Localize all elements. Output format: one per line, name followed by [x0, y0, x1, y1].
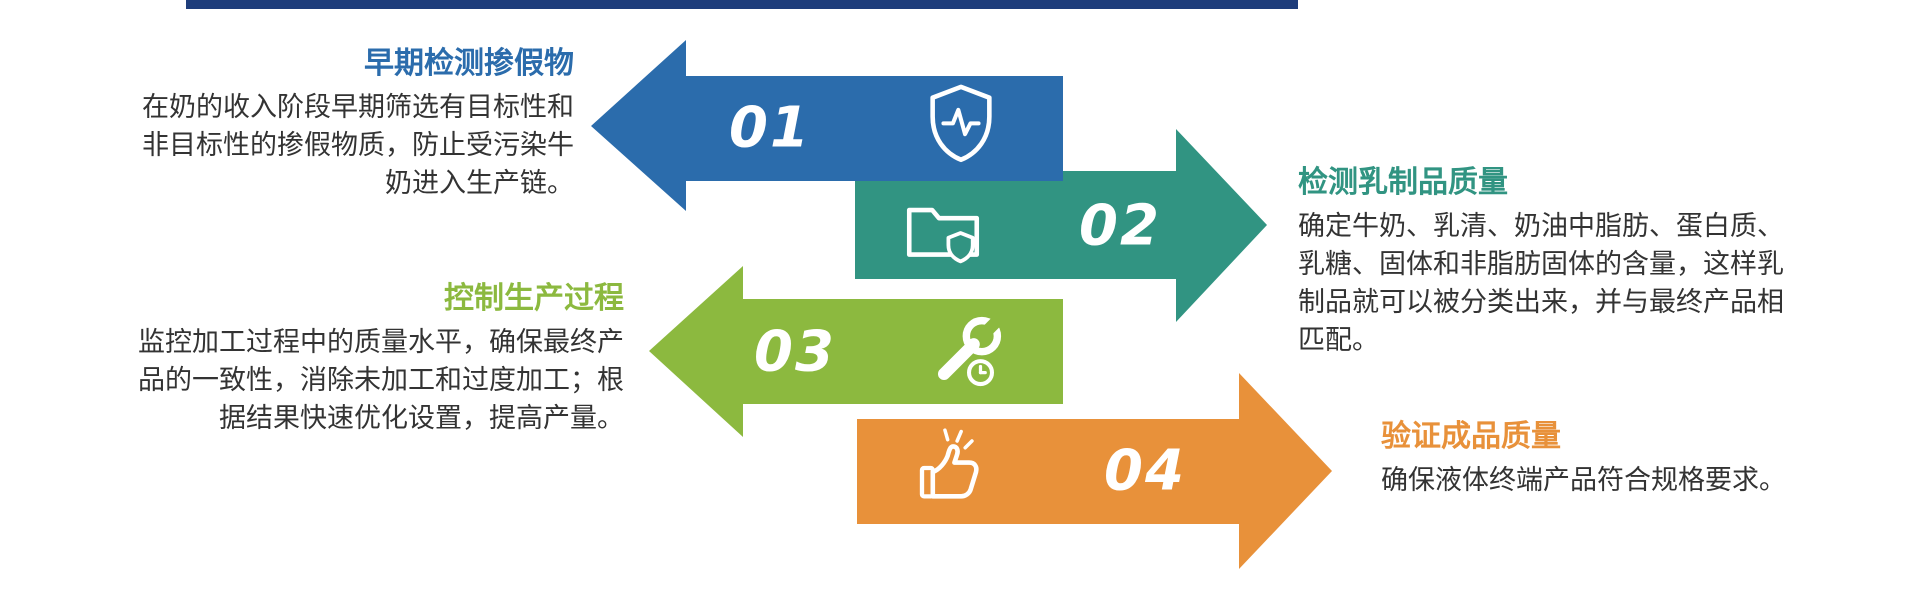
shield-pulse-icon: [930, 84, 992, 163]
step-3-arrow-group: 03: [649, 266, 1063, 437]
folder-shield-icon: [906, 207, 980, 264]
step-4-title: 验证成品质量: [1381, 420, 1561, 453]
step-4-number: 04: [1104, 439, 1186, 504]
step-3-arrow: [649, 266, 1063, 437]
step-2-text: 检测乳制品质量 确定牛奶、乳清、奶油中脂肪、蛋白质、乳糖、固体和非脂肪固体的含量…: [1298, 163, 1806, 359]
step-1-arrow: [591, 40, 1063, 211]
step-1-description: 在奶的收入阶段早期筛选有目标性和非目标性的掺假物质，防止受污染牛奶进入生产链。: [142, 92, 574, 198]
step-1-title: 早期检测掺假物: [364, 47, 574, 80]
step-2-title: 检测乳制品质量: [1298, 166, 1508, 199]
step-1-arrow-group: 01: [591, 40, 1063, 211]
step-1-number: 01: [729, 96, 811, 161]
top-accent-bar: [186, 0, 1298, 9]
step-4-arrow: [857, 373, 1332, 569]
step-2-number: 02: [1079, 194, 1161, 259]
step-3-number: 03: [754, 320, 836, 385]
step-3-title: 控制生产过程: [444, 282, 624, 315]
step-3-text: 控制生产过程 监控加工过程中的质量水平，确保最终产品的一致性，消除未加工和过度加…: [130, 279, 624, 437]
step-4-arrow-group: 04: [857, 373, 1332, 569]
step-4-description: 确保液体终端产品符合规格要求。: [1381, 465, 1786, 495]
step-3-description: 监控加工过程中的质量水平，确保最终产品的一致性，消除未加工和过度加工；根据结果快…: [138, 327, 624, 433]
step-4-text: 验证成品质量 确保液体终端产品符合规格要求。: [1381, 417, 1851, 499]
wrench-clock-icon: [937, 314, 1004, 387]
thumbs-up-icon: [919, 428, 979, 499]
step-1-text: 早期检测掺假物 在奶的收入阶段早期筛选有目标性和非目标性的掺假物质，防止受污染牛…: [126, 44, 574, 202]
step-2-description: 确定牛奶、乳清、奶油中脂肪、蛋白质、乳糖、固体和非脂肪固体的含量，这样乳制品就可…: [1298, 211, 1784, 355]
